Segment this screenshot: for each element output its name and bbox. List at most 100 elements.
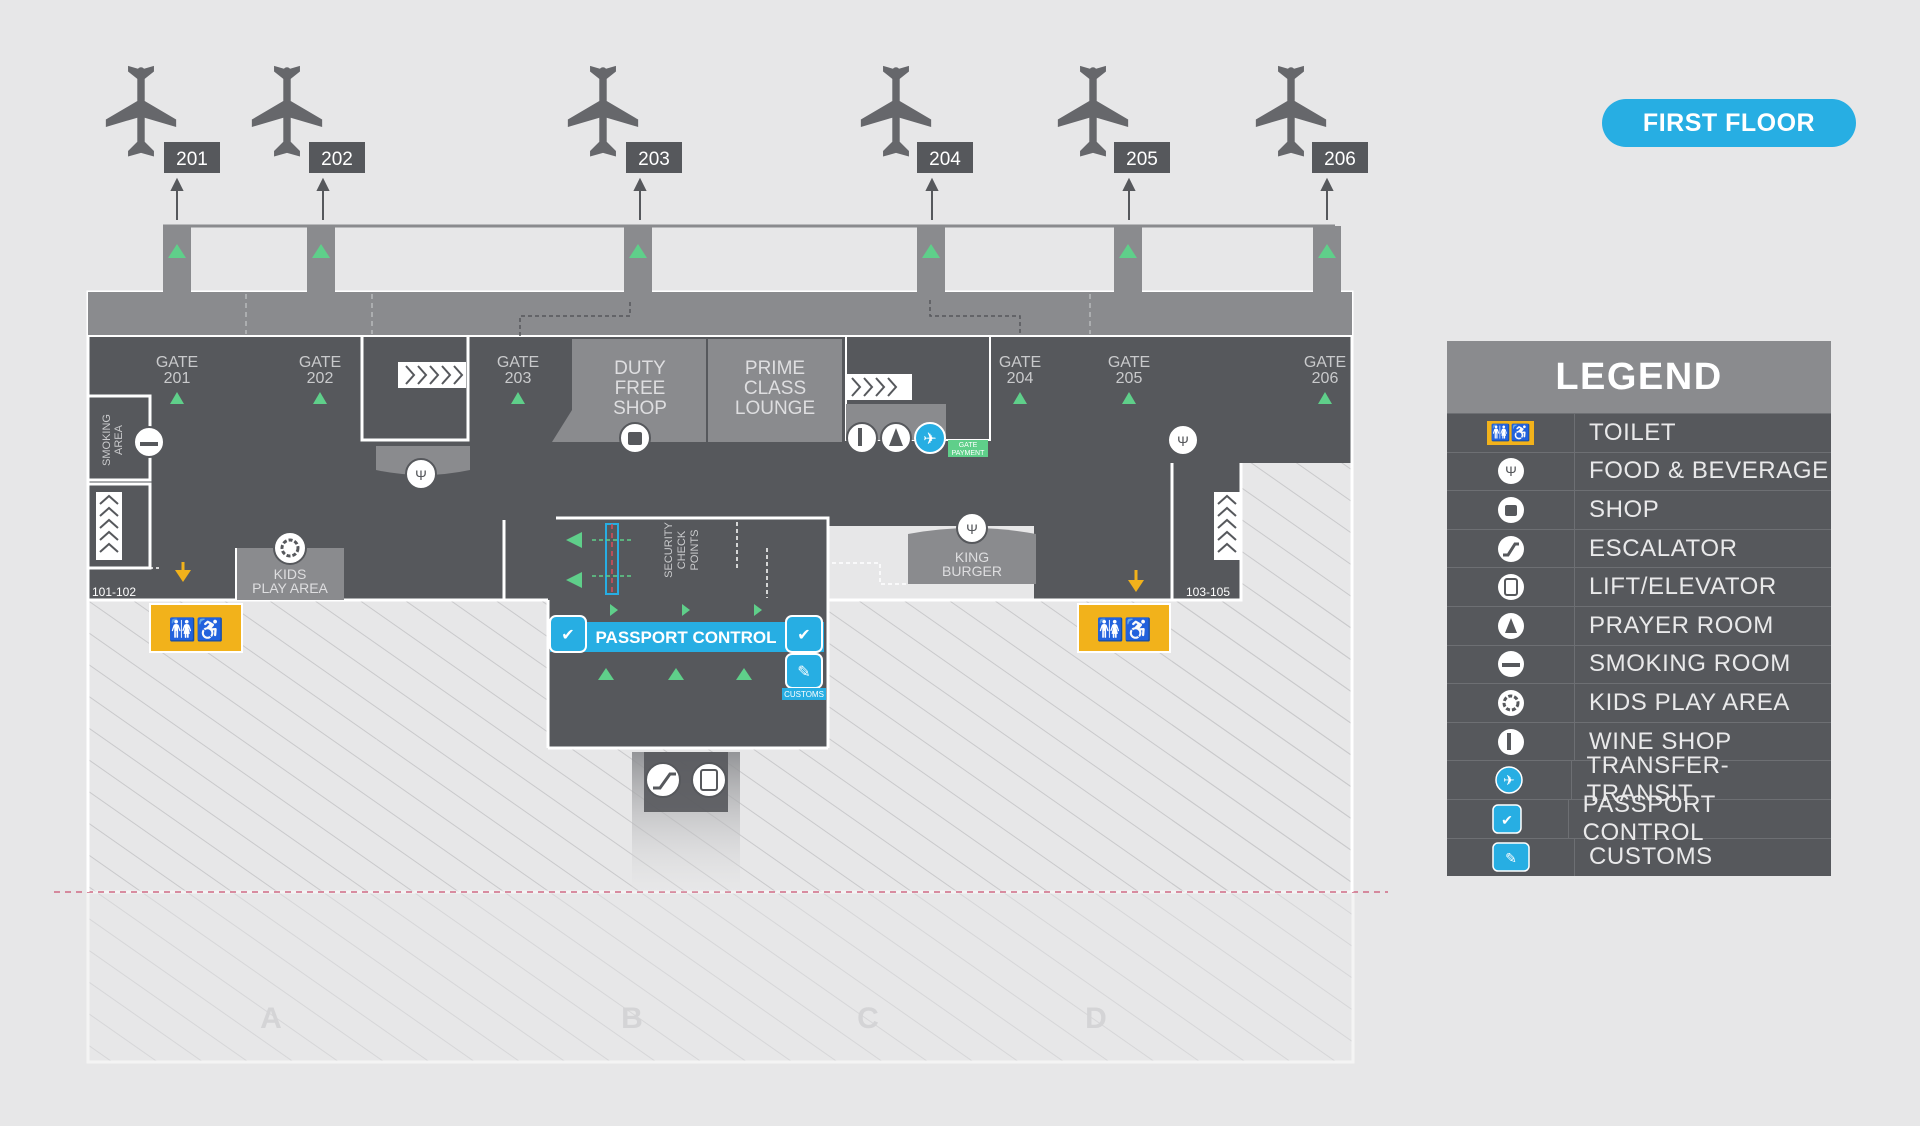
- legend-item-customs: ✎ CUSTOMS: [1447, 837, 1831, 877]
- ground-label-b: B: [621, 1002, 643, 1035]
- toilet-icon: 🚻♿: [1447, 414, 1575, 452]
- gate-payment-badge: [948, 440, 988, 457]
- gate-number-205: 205: [1126, 149, 1158, 170]
- lift-elevator-icon: [691, 762, 727, 798]
- legend-item-smoking: SMOKING ROOM: [1447, 644, 1831, 684]
- svg-text:✈: ✈: [1503, 772, 1515, 788]
- legend-item-passport: ✔ PASSPORT CONTROL: [1447, 791, 1831, 846]
- legend-label: TOILET: [1589, 418, 1677, 446]
- ground-floor-ghost: [86, 890, 1355, 1064]
- gate-number-206: 206: [1324, 149, 1356, 170]
- passport-control-icon: ✔: [1447, 799, 1569, 838]
- smoking-area-label: SMOKINGAREA: [101, 414, 125, 466]
- legend-label: LIFT/ELEVATOR: [1589, 573, 1777, 601]
- legend-item-food: Ψ FOOD & BEVERAGE: [1447, 451, 1831, 491]
- legend-label: SMOKING ROOM: [1589, 650, 1791, 678]
- customs-badge: [782, 688, 826, 700]
- passport-control-bar: [550, 622, 824, 652]
- shop-icon: [619, 422, 651, 454]
- stairs-right: [1214, 492, 1240, 560]
- legend-panel: LEGEND 🚻♿ TOILET Ψ FOOD & BEVERAGE SHOP …: [1447, 341, 1831, 877]
- svg-text:Ψ: Ψ: [966, 521, 978, 537]
- svg-text:✔: ✔: [561, 627, 574, 644]
- legend-item-shop: SHOP: [1447, 490, 1831, 529]
- ground-labels: A B C D: [260, 1002, 1107, 1035]
- customs-icon: ✎: [1447, 838, 1575, 877]
- svg-text:✎: ✎: [797, 664, 810, 681]
- food-beverage-icon: Ψ: [1167, 424, 1199, 456]
- gate-corridor: [88, 292, 1352, 336]
- floor-indicator-badge: FIRST FLOOR: [1602, 99, 1856, 147]
- svg-text:✈: ✈: [923, 431, 936, 448]
- customs-badge-label: CUSTOMS: [784, 690, 824, 699]
- legend-label: KIDS PLAY AREA: [1589, 688, 1790, 716]
- ground-label-d: D: [1085, 1002, 1107, 1035]
- legend-label: ESCALATOR: [1589, 534, 1738, 562]
- passport-control-icon: ✔: [785, 615, 823, 653]
- lift-elevator-icon: [1447, 568, 1575, 606]
- gate-number-204: 204: [929, 149, 961, 170]
- legend-title: LEGEND: [1447, 341, 1831, 413]
- legend-item-kids: KIDS PLAY AREA: [1447, 683, 1831, 722]
- terminal-floor: [88, 292, 1352, 748]
- stairs-left: [96, 492, 122, 560]
- legend-item-escalator: ESCALATOR: [1447, 528, 1831, 568]
- toilet-right: 🚻♿: [1077, 603, 1171, 653]
- legend-label: TRANSFER-TRANSIT: [1586, 752, 1730, 808]
- kids-play-area-icon: [273, 531, 307, 565]
- prayer-room-icon: [1447, 606, 1575, 645]
- svg-text:🚻♿: 🚻♿: [1097, 617, 1152, 642]
- food-beverage-icon: Ψ: [405, 458, 437, 490]
- transfer-transit-icon: ✈: [914, 422, 946, 454]
- svg-text:✔: ✔: [797, 627, 810, 644]
- customs-icon: ✎: [785, 653, 823, 689]
- legend-label: CUSTOMS: [1589, 843, 1713, 871]
- svg-text:Ψ: Ψ: [1177, 433, 1189, 449]
- wine-shop-icon: [1447, 722, 1575, 761]
- svg-text:Ψ: Ψ: [1505, 463, 1517, 479]
- legend-label: WINE SHOP: [1589, 727, 1732, 755]
- legend-item-wine: WINE SHOP: [1447, 721, 1831, 761]
- legend-item-lift: LIFT/ELEVATOR: [1447, 567, 1831, 606]
- legend-label: SHOP: [1589, 495, 1660, 523]
- shop-icon: [1447, 491, 1575, 529]
- svg-text:✔: ✔: [1501, 812, 1513, 828]
- legend-item-transfer: ✈ TRANSFER-TRANSIT: [1447, 752, 1831, 807]
- duty-free-shop: [552, 339, 706, 442]
- legend-label: PRAYER ROOM: [1589, 611, 1774, 639]
- kids-play-area-icon: [1447, 684, 1575, 722]
- wine-shop-icon: [846, 422, 878, 454]
- food-beverage-icon: Ψ: [956, 512, 988, 544]
- transfer-transit-icon: ✈: [1447, 761, 1573, 799]
- king-burger: [908, 528, 1036, 584]
- escalator-block-2: [846, 374, 912, 400]
- smoking-room-icon: [1447, 645, 1575, 684]
- security-label: SECURITYCHECKPOINTS: [663, 522, 701, 578]
- legend-item-prayer: PRAYER ROOM: [1447, 605, 1831, 645]
- gate-number-202: 202: [321, 149, 353, 170]
- escalator-icon: [645, 762, 681, 798]
- gate-number-203: 203: [638, 149, 670, 170]
- svg-text:✎: ✎: [1505, 850, 1517, 866]
- gate-number-201: 201: [176, 149, 208, 170]
- toilet-left: 🚻♿: [149, 603, 243, 653]
- hatched-zone-right: [1172, 463, 1352, 892]
- ground-label-c: C: [857, 1002, 879, 1035]
- svg-text:🚻♿: 🚻♿: [169, 617, 224, 642]
- escalator-icon: [1447, 529, 1575, 568]
- svg-text:Ψ: Ψ: [415, 467, 427, 483]
- passport-control-label: PASSPORT CONTROL: [595, 628, 776, 647]
- food-beverage-icon: Ψ: [1447, 452, 1575, 491]
- passport-control-icon: ✔: [549, 615, 587, 653]
- ground-label-a: A: [260, 1002, 282, 1035]
